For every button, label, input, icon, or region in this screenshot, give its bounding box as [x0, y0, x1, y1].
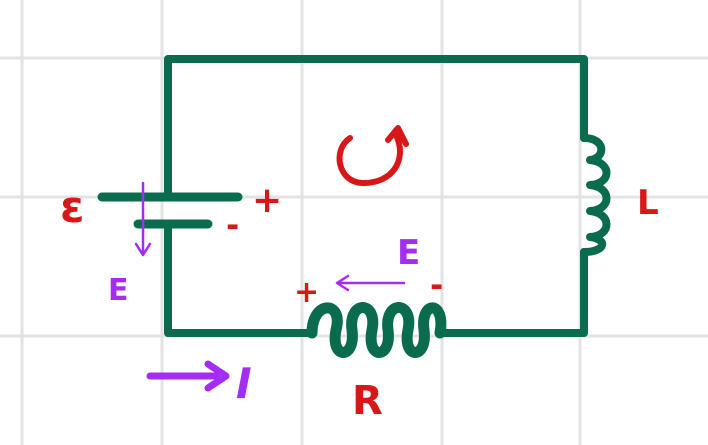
inductor-coil	[580, 134, 611, 256]
wire-top-loop	[164, 55, 588, 199]
battery	[97, 192, 243, 229]
resistor-field-arrow	[335, 274, 406, 292]
clockwise-loop-arrow-icon	[336, 125, 409, 187]
current-label: I	[236, 359, 252, 408]
battery-field-arrow	[134, 181, 152, 257]
battery-plus-label: +	[252, 180, 282, 221]
battery-field-label: E	[108, 273, 129, 308]
current-arrow	[146, 360, 230, 392]
resistor-minus-label: -	[430, 266, 443, 304]
resistor-plus-label: +	[294, 275, 319, 310]
resistor-coil	[306, 302, 447, 358]
battery-minus-label: -	[226, 206, 239, 244]
wire-bottom-left	[164, 221, 316, 337]
resistor-field-label: E	[397, 233, 420, 273]
wire-bottom-right	[436, 248, 588, 337]
emf-label: ε	[60, 182, 85, 233]
inductor-label: L	[637, 183, 659, 223]
circuit-wires	[164, 55, 588, 337]
resistor-label: R	[352, 378, 383, 424]
